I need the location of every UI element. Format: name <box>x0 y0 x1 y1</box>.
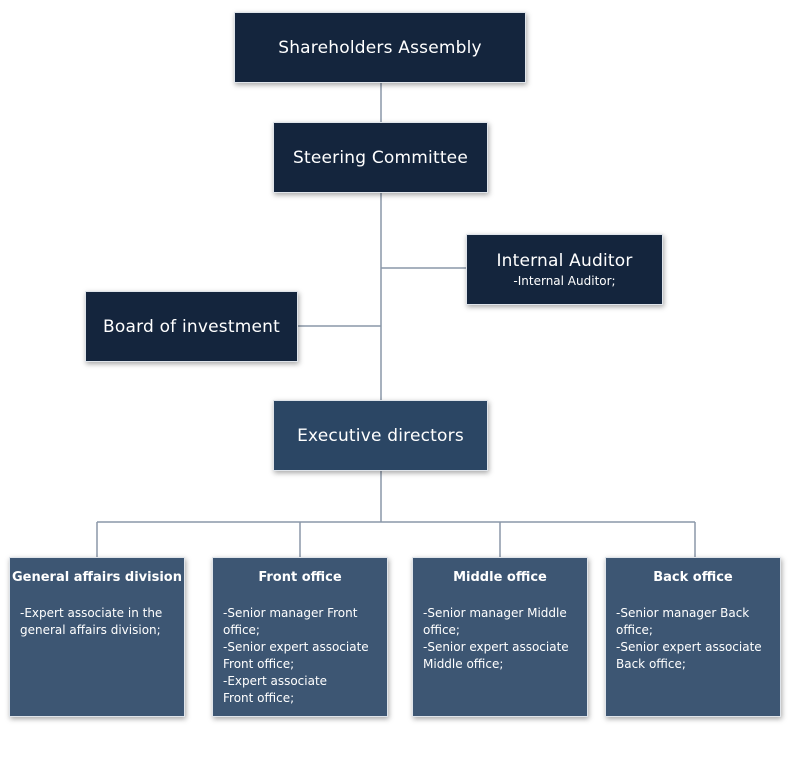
internal-auditor-detail: -Internal Auditor; <box>513 274 616 288</box>
duty-line: -Senior expert associate Back office; <box>616 640 762 671</box>
shareholders-assembly-box: Shareholders Assembly <box>234 12 526 83</box>
dept-back-office-duties: -Senior manager Back office; -Senior exp… <box>606 585 780 673</box>
dept-back-office: Back office -Senior manager Back office;… <box>605 557 781 717</box>
dept-middle-office-duties: -Senior manager Middle office; -Senior e… <box>413 585 587 673</box>
dept-middle-office: Middle office -Senior manager Middle off… <box>412 557 588 717</box>
steering-committee-box: Steering Committee <box>273 122 488 193</box>
executive-directors-box: Executive directors <box>273 400 488 471</box>
dept-back-office-title: Back office <box>653 570 733 585</box>
internal-auditor-title: Internal Auditor <box>496 251 633 271</box>
duty-line: -Senior manager Front office; <box>223 606 358 637</box>
steering-committee-title: Steering Committee <box>292 147 469 168</box>
board-of-investment-box: Board of investment <box>85 291 298 362</box>
dept-general-affairs-title: General affairs division <box>11 570 182 585</box>
duty-line: -Senior manager Back office; <box>616 606 750 637</box>
board-of-investment-title: Board of investment <box>103 316 280 337</box>
duty-line: -Senior expert associate Front office; <box>223 640 369 671</box>
internal-auditor-box: Internal Auditor -Internal Auditor; <box>466 234 663 305</box>
executive-directors-title: Executive directors <box>297 425 464 446</box>
shareholders-assembly-title: Shareholders Assembly <box>278 37 482 58</box>
dept-front-office-duties: -Senior manager Front office; -Senior ex… <box>213 585 387 707</box>
dept-front-office-title: Front office <box>258 570 342 585</box>
dept-front-office: Front office -Senior manager Front offic… <box>212 557 388 717</box>
duty-line: -Senior manager Middle office; <box>423 606 567 637</box>
dept-general-affairs: General affairs division -Expert associa… <box>9 557 185 717</box>
duty-line: -Expert associate Front office; <box>223 674 328 705</box>
duty-line: -Expert associate in the general affairs… <box>20 606 163 637</box>
dept-general-affairs-duties: -Expert associate in the general affairs… <box>10 585 184 639</box>
duty-line: -Senior expert associate Middle office; <box>423 640 569 671</box>
dept-middle-office-title: Middle office <box>453 570 547 585</box>
